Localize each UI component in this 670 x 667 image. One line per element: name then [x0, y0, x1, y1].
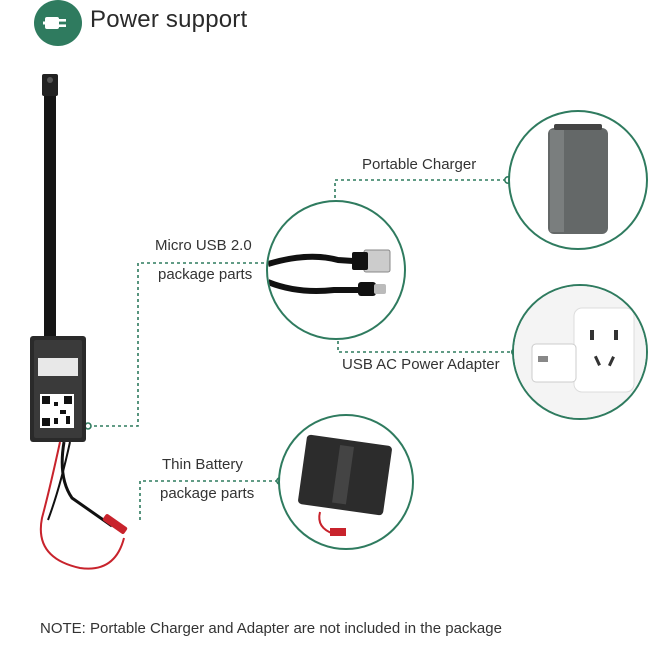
usb-ac-adapter-circle [512, 284, 648, 420]
power-plug-icon [34, 0, 82, 46]
micro-usb-cable-circle [266, 200, 406, 340]
footnote: NOTE: Portable Charger and Adapter are n… [40, 620, 502, 637]
label-thin-battery-package: package parts [160, 485, 255, 502]
label-micro-usb-package: package parts [158, 266, 253, 283]
label-usb-ac-adapter: USB AC Power Adapter [342, 356, 500, 373]
thin-battery-circle [278, 414, 414, 550]
label-thin-battery: Thin Battery [162, 456, 243, 473]
camera-module-device [30, 74, 128, 570]
page-title: Power support [90, 6, 248, 33]
portable-charger-circle [508, 110, 648, 250]
label-micro-usb: Micro USB 2.0 [155, 237, 252, 254]
label-portable-charger: Portable Charger [362, 156, 477, 173]
